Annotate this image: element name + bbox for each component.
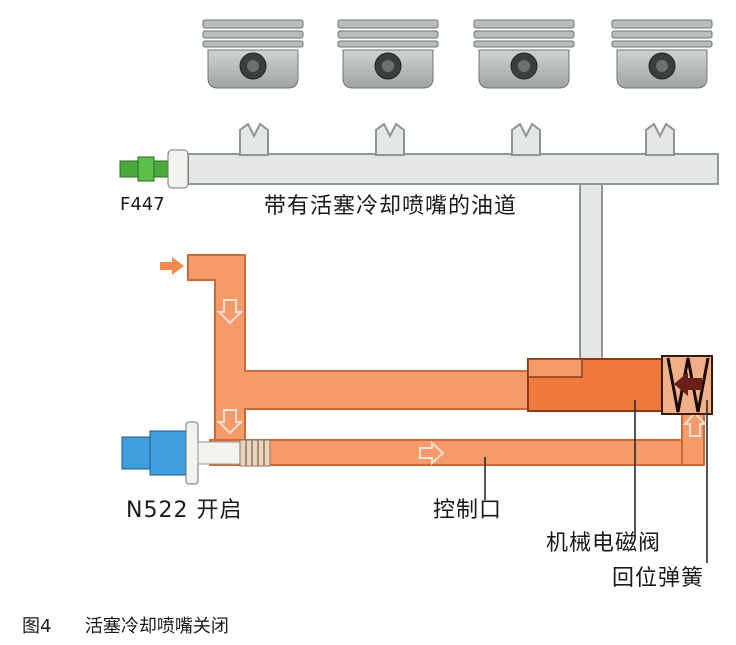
piston-1 xyxy=(202,19,304,89)
label-control-port: 控制口 xyxy=(433,498,503,523)
oil-inlet-arrow xyxy=(160,257,184,275)
oil-gallery xyxy=(187,122,719,363)
label-mechanical-valve: 机械电磁阀 xyxy=(546,531,662,556)
spring-force-arrow xyxy=(674,372,702,396)
piston-3 xyxy=(473,19,575,89)
label-return-spring: 回位弹簧 xyxy=(612,566,705,591)
mechanical-valve xyxy=(527,355,713,415)
label-oil-gallery: 带有活塞冷却喷嘴的油道 xyxy=(264,194,518,219)
piston-2 xyxy=(337,19,439,89)
oil-supply-channel xyxy=(187,254,705,466)
spray-nozzle-4 xyxy=(645,122,675,156)
flow-arrows xyxy=(216,299,708,466)
label-f447: F447 xyxy=(120,194,165,215)
figure-caption: 图4 活塞冷却喷嘴关闭 xyxy=(22,612,229,638)
spray-nozzle-1 xyxy=(239,122,269,156)
label-n522-open: N522 开启 xyxy=(126,498,243,523)
spray-nozzle-3 xyxy=(511,122,541,156)
spray-nozzle-2 xyxy=(375,122,405,156)
piston-4 xyxy=(611,19,713,89)
f447-sensor xyxy=(119,149,189,189)
leader-lines xyxy=(484,400,708,563)
figure-number: 图4 xyxy=(22,616,52,637)
figure-title: 活塞冷却喷嘴关闭 xyxy=(84,616,229,637)
n522-solenoid xyxy=(121,421,271,485)
